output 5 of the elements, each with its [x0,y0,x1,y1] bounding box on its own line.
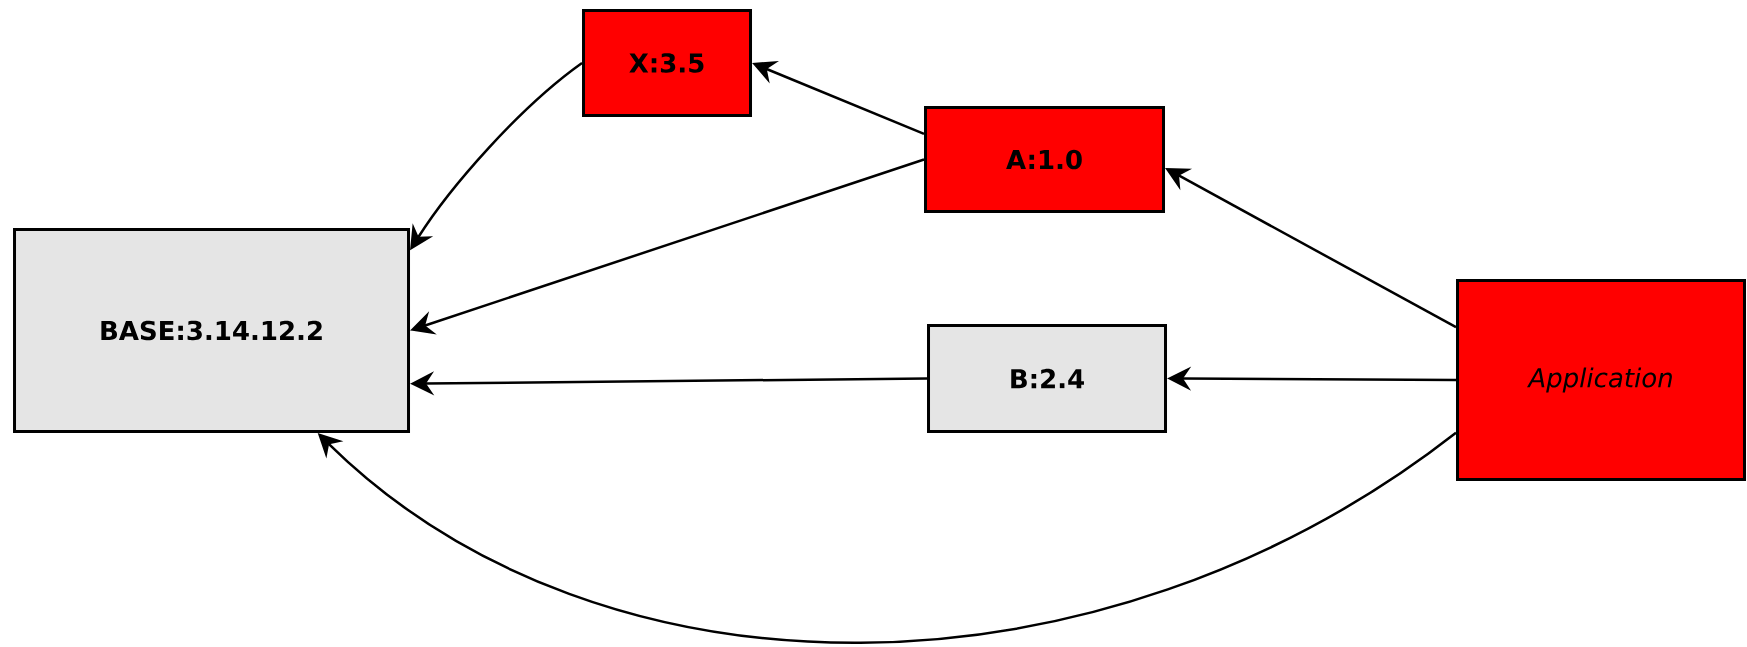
box: Application [1456,279,1746,481]
box: A:1.0 [924,106,1165,213]
box: BASE:3.14.12.2 [13,228,410,433]
box: B:2.4 [927,324,1167,433]
box: X:3.5 [582,9,752,117]
